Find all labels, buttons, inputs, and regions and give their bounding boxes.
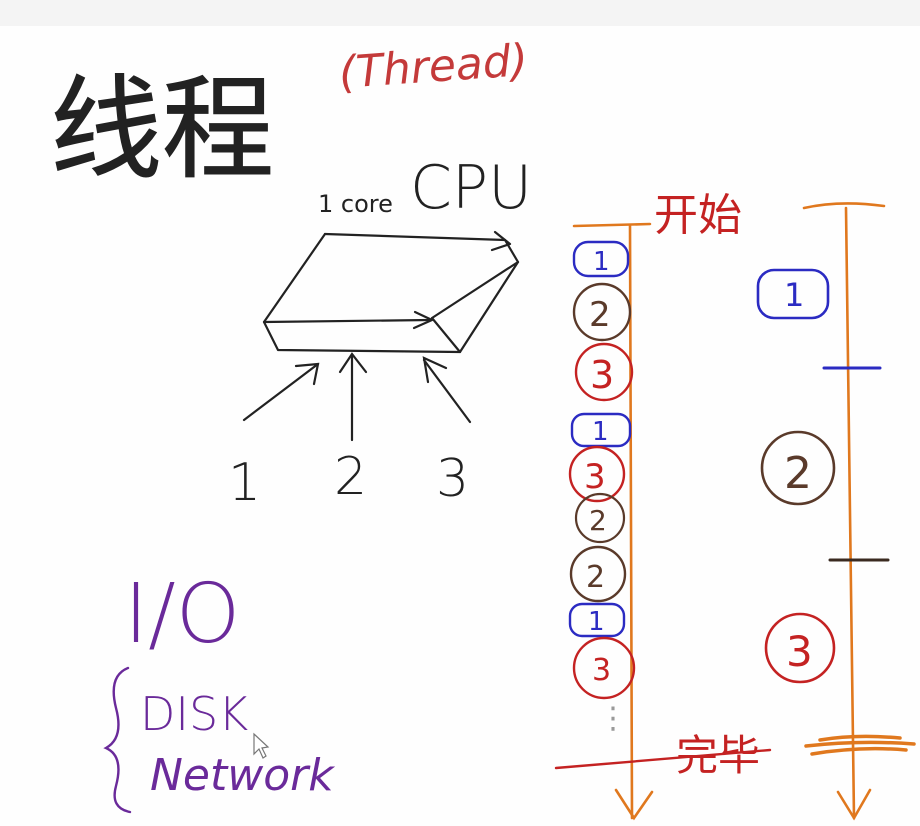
cpu-core-label: 1 core [318,190,393,218]
slice-left-label: 1 [592,417,609,447]
slice-right-label: 3 [786,627,813,676]
slice-right-label: 1 [784,276,804,314]
io-item-disk: DISK [140,687,248,741]
slice-left-2: 2 [574,284,630,340]
slice-left-label: 1 [593,247,610,277]
slice-left-label: 3 [592,653,611,688]
io-item-network: Network [150,750,335,801]
slice-right-2: 2 [762,432,834,504]
io-brace [106,668,130,812]
slice-left-label: 3 [584,457,606,497]
thread-input-arrows [244,354,470,440]
timeline-right-axis [804,203,884,818]
slice-left-4: 1 [572,414,630,447]
slice-left-5: 3 [570,447,624,501]
cpu-chip-shape [264,232,518,352]
thread-input-3: 3 [436,449,469,509]
slice-left-3: 3 [576,344,632,400]
slice-left-1: 1 [574,242,628,277]
cpu-label: CPU [410,153,532,223]
slice-right-3: 3 [766,614,834,682]
timeline-end-label: 完毕 [676,731,760,780]
slice-left-ellipsis: ⋮ [598,701,628,736]
slice-left-8: 1 [570,604,624,637]
title-en: (Thread) [337,35,529,99]
slice-left-7: 2 [571,547,625,601]
timeline-right-end-scribble [806,736,914,754]
slice-left-label: 2 [589,295,611,335]
slice-left-9: 3 [574,638,634,698]
thread-input-1: 1 [228,453,261,513]
slice-right-label: 2 [784,448,812,499]
slice-left-label: 1 [588,607,605,637]
timeline-start-label: 开始 [654,190,742,241]
slice-left-label: 2 [589,504,607,537]
io-title: I/O [124,567,240,662]
thread-input-2: 2 [334,447,367,507]
slice-right-1: 1 [758,270,828,318]
slice-left-label: 2 [586,560,605,595]
title-zh: 线程 [50,65,274,195]
slice-left-label: 3 [590,353,614,397]
